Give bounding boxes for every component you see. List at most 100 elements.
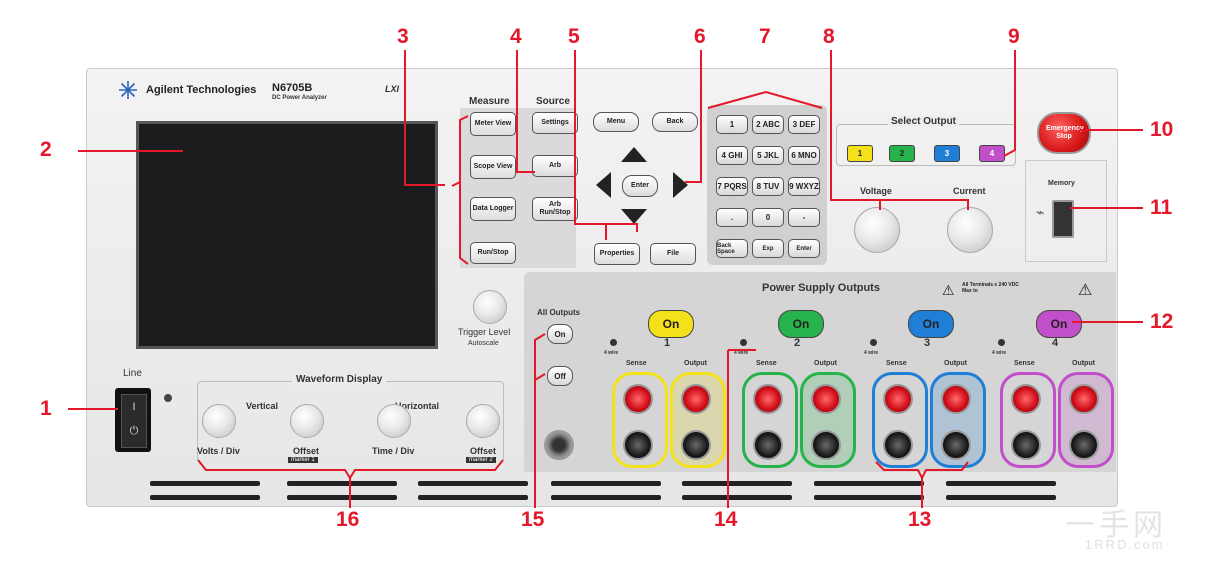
- trigger-level-knob[interactable]: [473, 290, 507, 324]
- horizontal-offset-label: Offset: [470, 446, 497, 456]
- menu-button[interactable]: Menu: [593, 112, 639, 132]
- output-label: Output: [684, 360, 707, 367]
- properties-button[interactable]: Properties: [594, 243, 640, 265]
- sense-plus-terminal[interactable]: [883, 384, 913, 414]
- scope-view-button[interactable]: Scope View: [470, 155, 516, 179]
- back-button[interactable]: Back: [652, 112, 698, 132]
- channel-4-on-button[interactable]: On: [1036, 310, 1082, 338]
- output-label: Output: [814, 360, 837, 367]
- select-output-2-button[interactable]: 2: [889, 145, 915, 162]
- up-arrow-icon[interactable]: [621, 147, 647, 162]
- channel-4-number: 4: [1052, 337, 1059, 349]
- output-minus-terminal[interactable]: [811, 430, 841, 460]
- callout-14: 14: [714, 508, 738, 531]
- all-outputs-off-button[interactable]: Off: [547, 366, 573, 386]
- source-label: Source: [536, 96, 570, 107]
- keypad-key[interactable]: 3 DEF: [788, 115, 820, 134]
- enter-nav-button[interactable]: Enter: [622, 175, 658, 197]
- four-wire-label: 4 wire: [734, 350, 749, 356]
- time-div-label: Time / Div: [372, 446, 415, 456]
- output-minus-terminal[interactable]: [941, 430, 971, 460]
- sense-minus-terminal[interactable]: [1011, 430, 1041, 460]
- select-output-3-button[interactable]: 3: [934, 145, 960, 162]
- keypad-key[interactable]: 9 WXYZ: [788, 177, 820, 196]
- time-div-knob[interactable]: [377, 404, 411, 438]
- keypad-key[interactable]: 1: [716, 115, 748, 134]
- data-logger-button[interactable]: Data Logger: [470, 197, 516, 221]
- keypad-key[interactable]: Back Space: [716, 239, 748, 258]
- keypad-key[interactable]: 5 JKL: [752, 146, 784, 165]
- callout-9: 9: [1008, 25, 1020, 48]
- output-plus-terminal[interactable]: [811, 384, 841, 414]
- sense-minus-terminal[interactable]: [753, 430, 783, 460]
- horizontal-offset-knob[interactable]: [466, 404, 500, 438]
- power-switch-rocker: I⏻: [121, 394, 147, 448]
- sense-plus-terminal[interactable]: [753, 384, 783, 414]
- watermark-url: 1RRD.com: [1085, 537, 1165, 552]
- emergency-stop-button[interactable]: Emergency Stop: [1037, 112, 1091, 154]
- warning-icon: ⚠: [942, 282, 955, 298]
- sense-label: Sense: [886, 360, 907, 367]
- keypad-key[interactable]: .: [716, 208, 748, 227]
- left-arrow-icon[interactable]: [596, 172, 611, 198]
- all-outputs-label: All Outputs: [537, 308, 581, 317]
- sense-minus-terminal[interactable]: [883, 430, 913, 460]
- sense-label: Sense: [756, 360, 777, 367]
- channel-3-number: 3: [924, 337, 931, 349]
- vent-slot: [150, 495, 260, 500]
- voltage-knob[interactable]: [854, 207, 900, 253]
- usb-port[interactable]: [1052, 200, 1074, 238]
- vertical-offset-knob[interactable]: [290, 404, 324, 438]
- right-arrow-icon[interactable]: [673, 172, 688, 198]
- callout-7: 7: [759, 25, 771, 48]
- keypad-key[interactable]: -: [788, 208, 820, 227]
- sense-minus-terminal[interactable]: [623, 430, 653, 460]
- output-minus-terminal[interactable]: [1069, 430, 1099, 460]
- vent-slot: [814, 481, 924, 486]
- ground-terminal[interactable]: [544, 430, 574, 460]
- arb-run-stop-button[interactable]: Arb Run/Stop: [532, 197, 578, 221]
- vent-slot: [682, 481, 792, 486]
- callout-10: 10: [1150, 118, 1174, 141]
- down-arrow-icon[interactable]: [621, 209, 647, 224]
- waveform-title: Waveform Display: [292, 374, 387, 385]
- select-output-4-button[interactable]: 4: [979, 145, 1005, 162]
- keypad-key[interactable]: 8 TUV: [752, 177, 784, 196]
- select-output-1-button[interactable]: 1: [847, 145, 873, 162]
- keypad-key[interactable]: 6 MNO: [788, 146, 820, 165]
- meter-view-button[interactable]: Meter View: [470, 112, 516, 136]
- power-switch[interactable]: I⏻: [115, 388, 151, 452]
- sense-terminal-frame: [1000, 372, 1056, 468]
- keypad-key[interactable]: 0: [752, 208, 784, 227]
- sense-plus-terminal[interactable]: [623, 384, 653, 414]
- emergency-stop-label: Emergency Stop: [1046, 125, 1084, 140]
- all-outputs-on-button[interactable]: On: [547, 324, 573, 344]
- callout-8: 8: [823, 25, 835, 48]
- autoscale-label: Autoscale: [468, 340, 499, 347]
- output-plus-terminal[interactable]: [1069, 384, 1099, 414]
- settings-button[interactable]: Settings: [532, 112, 578, 134]
- output-plus-terminal[interactable]: [681, 384, 711, 414]
- sense-terminal-frame: [872, 372, 928, 468]
- channel-1-on-button[interactable]: On: [648, 310, 694, 338]
- sense-plus-terminal[interactable]: [1011, 384, 1041, 414]
- keypad-key[interactable]: 4 GHI: [716, 146, 748, 165]
- keypad-key[interactable]: Enter: [788, 239, 820, 258]
- channel-2-on-button[interactable]: On: [778, 310, 824, 338]
- keypad-key[interactable]: 2 ABC: [752, 115, 784, 134]
- keypad-key[interactable]: 7 PQRS: [716, 177, 748, 196]
- run-stop-button[interactable]: Run/Stop: [470, 242, 516, 264]
- file-button[interactable]: File: [650, 243, 696, 265]
- volts-div-knob[interactable]: [202, 404, 236, 438]
- callout-3: 3: [397, 25, 409, 48]
- keypad-key[interactable]: Exp: [752, 239, 784, 258]
- channel-3-on-button[interactable]: On: [908, 310, 954, 338]
- output-minus-terminal[interactable]: [681, 430, 711, 460]
- volts-div-label: Volts / Div: [197, 446, 240, 456]
- current-knob[interactable]: [947, 207, 993, 253]
- sense-terminal-frame: [612, 372, 668, 468]
- output-plus-terminal[interactable]: [941, 384, 971, 414]
- arb-button[interactable]: Arb: [532, 155, 578, 177]
- lxi-logo: LXI: [385, 84, 400, 94]
